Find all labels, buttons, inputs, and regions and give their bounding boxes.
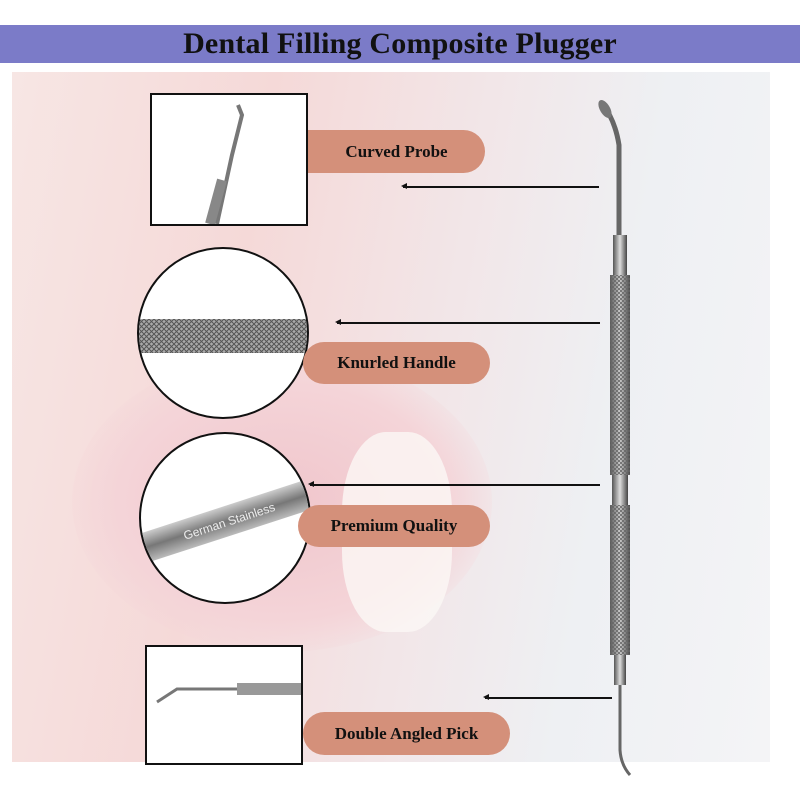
feature-label-premium-quality: Premium Quality [298,505,490,547]
curved-probe-image [150,93,308,226]
pointer-arrow [308,481,600,487]
feature-label-double-angled-pick: Double Angled Pick [303,712,510,755]
knurled-handle-image [137,247,309,419]
title-bar [0,25,800,63]
pointer-arrow [483,694,612,700]
feature-label-knurled-handle: Knurled Handle [303,342,490,384]
page-title: Dental Filling Composite Plugger [183,27,617,60]
premium-quality-image: German Stainless [139,432,311,604]
feature-label-curved-probe: Curved Probe [308,130,485,173]
background-photo [12,72,770,762]
instrument-image [598,99,632,777]
pointer-arrow [401,183,599,189]
pointer-arrow [335,319,600,325]
double-angled-pick-image [145,645,303,765]
